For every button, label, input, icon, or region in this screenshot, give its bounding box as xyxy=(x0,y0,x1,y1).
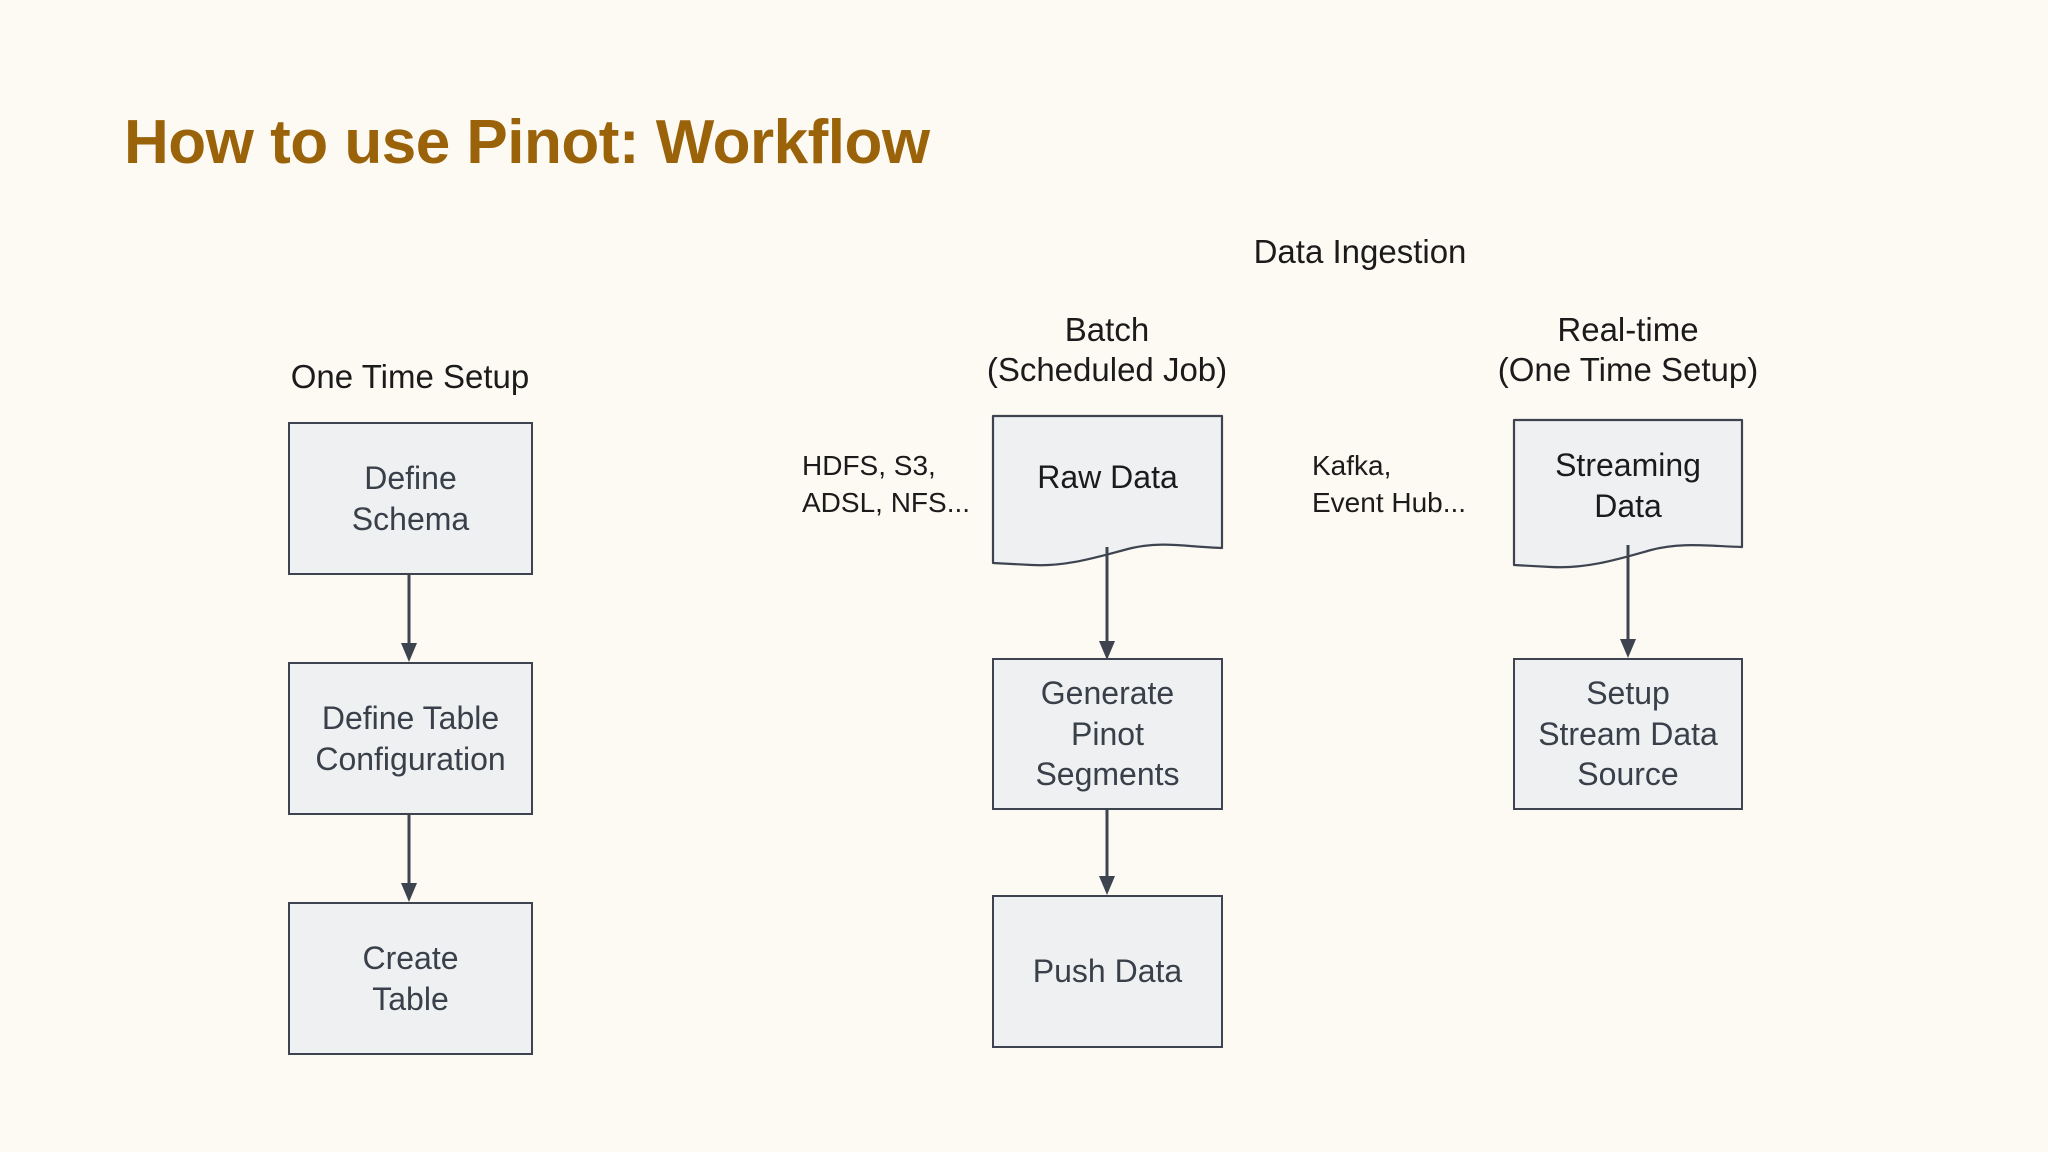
page-title: How to use Pinot: Workflow xyxy=(124,108,930,177)
node-raw-data[interactable]: Raw Data xyxy=(991,414,1224,567)
node-setup-stream-data-source[interactable]: Setup Stream Data Source xyxy=(1513,658,1743,810)
section-heading-data-ingestion: Data Ingestion xyxy=(1253,233,1467,270)
node-raw-data-label: Raw Data xyxy=(1037,459,1178,495)
arrow-define-table-to-create-table xyxy=(401,815,417,902)
node-generate-pinot-segments[interactable]: Generate Pinot Segments xyxy=(992,658,1223,810)
arrow-generate-segments-to-push-data xyxy=(1099,810,1115,895)
arrow-streaming-data-to-setup-stream xyxy=(1620,545,1636,658)
node-create-table[interactable]: Create Table xyxy=(288,902,533,1055)
column-heading-one-time-setup: One Time Setup xyxy=(290,358,530,395)
arrow-define-schema-to-define-table xyxy=(401,575,417,662)
arrow-raw-data-to-generate-segments xyxy=(1099,547,1115,660)
annotation-stream-sources: Kafka, Event Hub... xyxy=(1312,450,1467,519)
node-define-table-configuration[interactable]: Define Table Configuration xyxy=(288,662,533,815)
column-heading-realtime: Real-time (One Time Setup) xyxy=(1497,311,1759,389)
annotation-batch-sources: HDFS, S3, ADSL, NFS... xyxy=(802,450,971,519)
document-shape-icon xyxy=(991,414,1224,567)
column-heading-batch: Batch (Scheduled Job) xyxy=(986,311,1228,389)
node-streaming-data[interactable]: Streaming Data xyxy=(1512,418,1744,569)
node-streaming-data-label: Streaming Data xyxy=(1555,447,1701,524)
node-define-schema[interactable]: Define Schema xyxy=(288,422,533,575)
document-shape-icon xyxy=(1512,418,1744,569)
node-push-data[interactable]: Push Data xyxy=(992,895,1223,1048)
